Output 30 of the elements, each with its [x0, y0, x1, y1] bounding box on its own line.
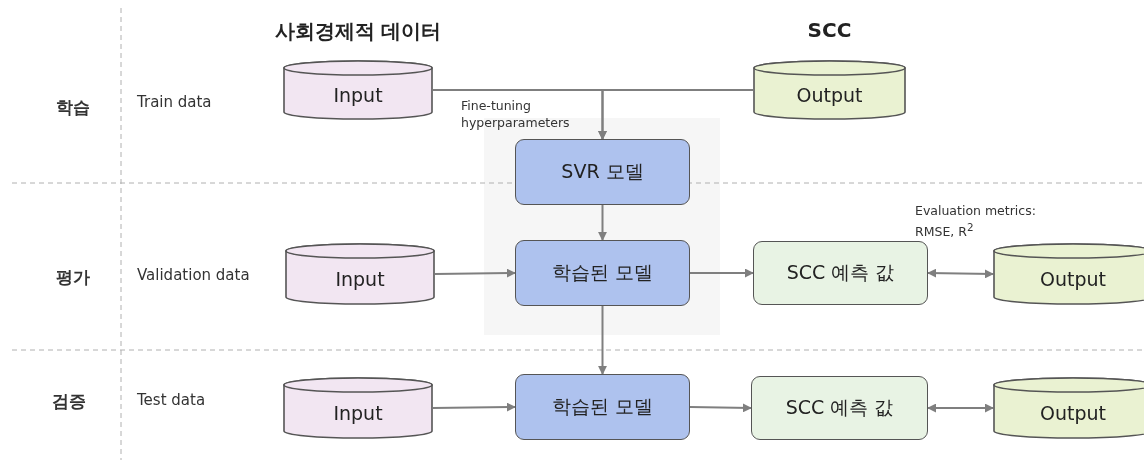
arrow	[927, 268, 994, 279]
arrow	[927, 403, 994, 413]
database-cylinder: Output	[753, 60, 906, 120]
model-box: 학습된 모델	[515, 240, 690, 306]
model-box: 학습된 모델	[515, 374, 690, 440]
column-heading: SCC	[807, 18, 852, 42]
database-cylinder: Input	[283, 60, 433, 120]
database-cylinder: Output	[993, 243, 1144, 305]
arrow	[598, 204, 607, 241]
arrow	[689, 268, 754, 278]
row-label: Train data	[137, 93, 212, 111]
database-cylinder: Output	[993, 377, 1144, 439]
row-label: Validation data	[137, 266, 250, 284]
row-label: Test data	[137, 391, 206, 409]
result-box: SCC 예측 값	[751, 376, 928, 440]
database-cylinder: Input	[285, 243, 435, 305]
model-box: SVR 모델	[515, 139, 690, 205]
arrow	[434, 268, 516, 278]
row-heading: 학습	[56, 96, 90, 119]
arrow	[689, 403, 752, 413]
annotation: Evaluation metrics: RMSE, R$^{2}$	[915, 202, 1037, 241]
row-heading: 검증	[52, 390, 86, 413]
column-heading: 사회경제적 데이터	[274, 19, 442, 43]
result-box: SCC 예측 값	[753, 241, 928, 305]
annotation: Fine-tuning hyperparameters	[461, 97, 571, 131]
database-cylinder: Input	[283, 377, 433, 439]
arrow	[598, 305, 607, 375]
arrow	[598, 89, 754, 140]
row-heading: 평가	[56, 266, 90, 289]
arrow	[432, 402, 516, 412]
